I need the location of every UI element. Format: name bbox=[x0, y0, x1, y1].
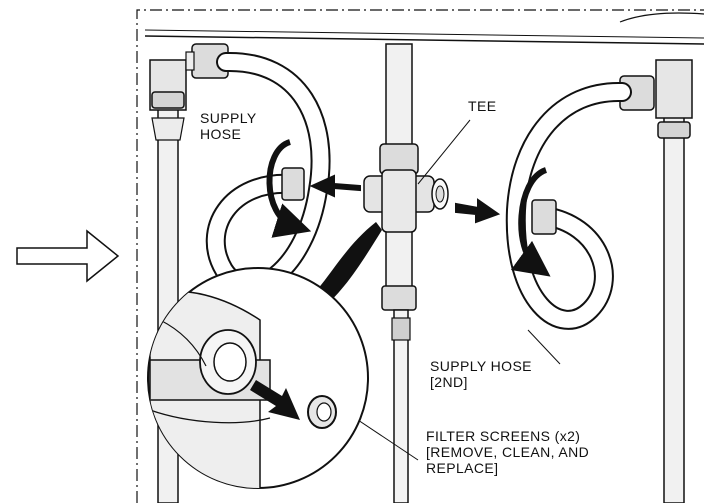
right-supply-hose bbox=[505, 81, 632, 330]
tee-leader-line bbox=[417, 119, 471, 185]
label-supply-hose: SUPPLY HOSE bbox=[200, 110, 257, 142]
left-supply-hose bbox=[205, 51, 331, 296]
center-pipe bbox=[379, 43, 419, 503]
cabinet-top bbox=[144, 12, 704, 45]
view-frame bbox=[136, 9, 704, 503]
left-disconnect-arrow-icon bbox=[309, 174, 361, 198]
rotate-left-arrow-icon bbox=[266, 139, 312, 238]
right-supply-pipe bbox=[619, 59, 693, 503]
tee-fitting bbox=[363, 169, 449, 233]
label-filter-screens: FILTER SCREENS (x2) [REMOVE, CLEAN, AND … bbox=[426, 428, 590, 476]
label-supply-hose-2nd: SUPPLY HOSE [2ND] bbox=[430, 358, 532, 390]
remove-screen-arrow-icon bbox=[250, 380, 300, 420]
label-tee: TEE bbox=[468, 98, 497, 114]
right-disconnect-arrow-icon bbox=[455, 198, 501, 224]
step-arrow-icon bbox=[16, 229, 120, 283]
rotate-right-arrow-icon bbox=[510, 167, 551, 277]
supply-hose-2nd-leader-line bbox=[527, 329, 561, 365]
detail-view bbox=[147, 267, 369, 489]
